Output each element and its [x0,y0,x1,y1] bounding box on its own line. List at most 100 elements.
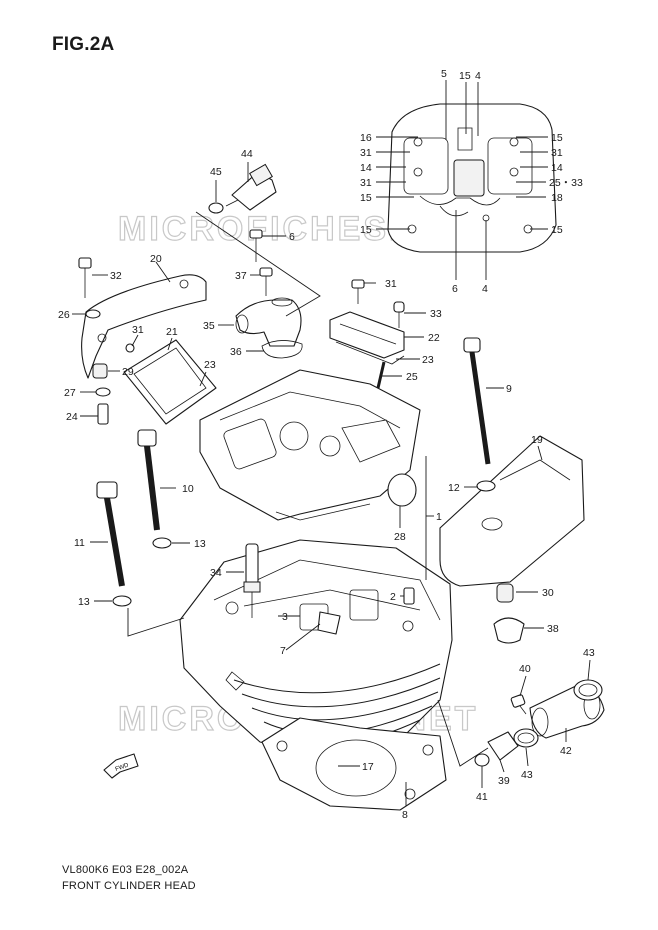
left-cover-plate [123,339,217,425]
callout-20: 20 [150,253,162,265]
callout-43: 43 [521,769,533,781]
callout-11: 11 [74,537,85,549]
water-outlet-elbow [235,297,302,347]
right-cover-plate [329,311,405,359]
leader-lines [72,80,591,806]
callout-37: 37 [235,270,247,282]
callout-15: 15 [551,132,563,144]
washer-27 [95,387,111,397]
washer-12 [476,480,496,492]
callout-24: 24 [66,411,78,423]
callout-15: 15 [459,70,471,82]
callout-43: 43 [583,647,595,659]
callout-25-33: 25・33 [549,177,583,189]
cylinder-head-upper [199,369,421,521]
drawing-code: VL800K6 E03 E28_002A [62,864,189,876]
o-ring-36 [261,340,303,359]
dowel-2 [403,587,415,605]
screw-40 [510,694,527,715]
callout-19: 19 [531,434,543,446]
callout-10: 10 [182,483,194,495]
callout-29: 29 [122,366,134,378]
callout-35: 35 [203,320,215,332]
valve-cover-inset [387,103,557,253]
callout-23: 23 [204,359,216,371]
callout-15: 15 [360,224,372,236]
callout-18: 18 [551,192,563,204]
pin-7 [317,611,341,635]
callout-42: 42 [560,745,572,757]
washer-26 [85,309,101,319]
callout-13: 13 [194,538,206,550]
callout-30: 30 [542,587,554,599]
callout-45: 45 [210,166,222,178]
callout-44: 44 [241,148,253,160]
callout-32: 32 [110,270,122,282]
washer-13-upper [152,537,172,549]
callout-4: 4 [475,70,481,82]
callout-5: 5 [441,68,447,80]
callout-27: 27 [64,387,76,399]
callout-12: 12 [448,482,460,494]
callout-labels: 5 15 4 16 15 31 31 14 14 31 25・33 15 18 … [58,68,595,821]
sensor-washer [208,202,224,214]
callout-22: 22 [428,332,440,344]
callout-28: 28 [394,531,406,543]
temperature-sensor [225,163,277,211]
forward-arrow-label: FWD [115,762,131,773]
callout-2: 2 [390,591,396,603]
callout-9: 9 [506,383,512,395]
callout-39: 39 [498,775,510,787]
bolt-11 [96,481,125,587]
callout-36: 36 [230,346,242,358]
callout-14: 14 [551,162,563,174]
callout-3: 3 [282,611,288,623]
callout-25: 25 [406,371,418,383]
bolt-37 [259,267,273,296]
callout-26: 26 [58,309,70,321]
callout-21: 21 [166,326,178,338]
callout-34: 34 [210,567,222,579]
bolt-6 [249,229,263,262]
bolt-33 [393,301,405,328]
grommet-30 [496,583,514,603]
callout-31: 31 [360,147,372,159]
bolt-10 [137,429,160,531]
callout-8: 8 [402,809,408,821]
grommet-38 [493,617,525,644]
spacer-24 [97,403,109,425]
callout-15: 15 [360,192,372,204]
callout-31: 31 [360,177,372,189]
callout-6: 6 [452,283,458,295]
bolt-32 [78,257,92,298]
callout-14: 14 [360,162,372,174]
callout-6: 6 [289,231,295,243]
spark-plug-34 [243,543,261,618]
callout-40: 40 [519,663,531,675]
washer-13-lower [112,595,132,607]
callout-31: 31 [132,324,144,336]
callout-31: 31 [385,278,397,290]
callout-38: 38 [547,623,559,635]
callout-23: 23 [422,354,434,366]
left-cover-bracket [81,274,207,379]
callout-33: 33 [430,308,442,320]
callout-7: 7 [280,645,286,657]
clamp-43-upper [573,679,603,701]
plug-28 [387,473,417,507]
forward-arrow: FWD [103,753,139,779]
callout-41: 41 [476,791,488,803]
head-gasket-8 [261,717,447,811]
callout-31: 31 [551,147,563,159]
grommet-29 [92,363,108,379]
joint-39 [487,731,519,761]
side-cover-19 [439,435,585,587]
bolt-9 [463,337,491,465]
callout-15: 15 [551,224,563,236]
clamp-43-lower [513,728,539,748]
drawing-name: FRONT CYLINDER HEAD [62,880,196,892]
callout-13: 13 [78,596,90,608]
callout-17: 17 [362,761,374,773]
bolt-31 [351,279,365,304]
